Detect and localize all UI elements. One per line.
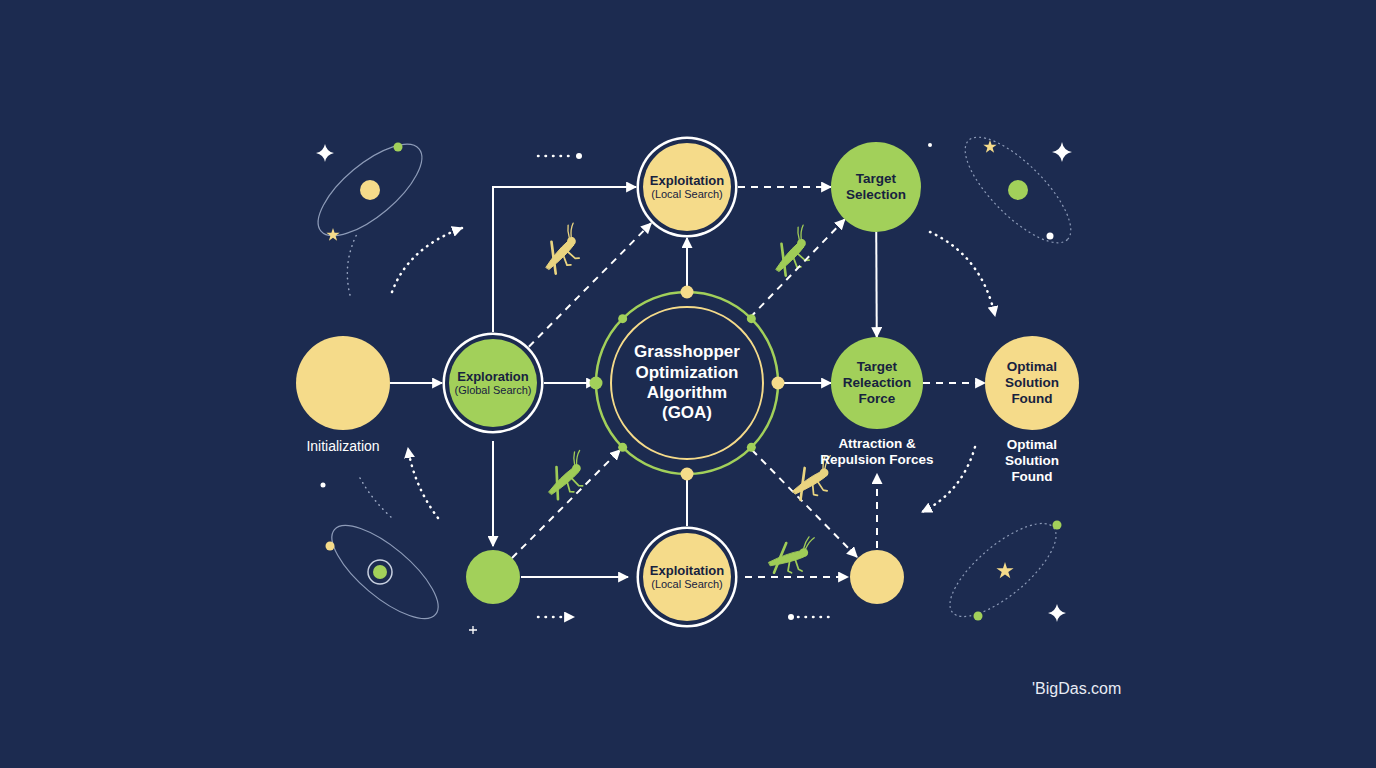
flow-arrow: [686, 474, 688, 526]
stage-circle: Target Selection: [831, 142, 921, 232]
dotted-trail: [798, 616, 832, 619]
planet-dot: [360, 180, 380, 200]
flow-arrow: [750, 219, 845, 317]
flow-arrow: [778, 382, 831, 384]
orbit-ring: [304, 129, 435, 251]
node-label: (Local Search): [651, 188, 723, 201]
sparkle-icon: [1052, 142, 1072, 162]
node-label: (Global Search): [454, 384, 531, 397]
ring-dot: [681, 468, 694, 481]
sparkle-icon: [316, 144, 334, 162]
stage-circle: Exploitation(Local Search): [643, 533, 731, 621]
planet-dot: [1053, 521, 1062, 530]
dotted-trail: [360, 478, 392, 518]
planet-dot: [928, 143, 932, 147]
ring-dot: [772, 377, 785, 390]
node-label: Optimal Solution Found: [992, 359, 1072, 408]
sparkle-icon: [1048, 604, 1066, 622]
dotted-arrow: [930, 232, 995, 316]
planet-ring: [368, 560, 392, 584]
flow-line: [492, 441, 494, 546]
ring-dot: [681, 286, 694, 299]
planet-dot: [1008, 180, 1028, 200]
stage-circle: Initialization: [296, 336, 390, 430]
grasshopper-icon: [769, 537, 815, 573]
planet-dot: [788, 614, 794, 620]
planet-dot: [326, 542, 335, 551]
node-label: Exploitation: [650, 563, 724, 579]
flow-line: [876, 474, 878, 548]
star-icon: [996, 562, 1013, 578]
caption-text: Attraction & Repulsion Forces: [815, 436, 939, 468]
grasshopper-icon: [763, 224, 820, 278]
flow-line: [521, 576, 628, 578]
ring-dot: [618, 314, 627, 323]
orbit-ring: [936, 508, 1069, 631]
outer-ring: [596, 292, 778, 474]
ring-dot: [747, 314, 756, 323]
flow-arrow: [686, 238, 688, 292]
node-label: Target Selection: [836, 171, 916, 203]
planet-dot: [394, 143, 403, 152]
flow-arrow: [875, 232, 878, 337]
planet-dot: [974, 612, 983, 621]
dotted-arrow: [538, 616, 574, 619]
ring-dot: [618, 443, 627, 452]
flow-line: [512, 450, 620, 558]
star-icon: [983, 140, 996, 153]
ring-dot: [747, 443, 756, 452]
star-icon: [326, 228, 339, 241]
grasshopper-icon: [538, 450, 594, 502]
stage-circle: Optimal Solution FoundOptimal Solution F…: [985, 336, 1079, 430]
orbit-ring: [950, 122, 1086, 258]
step-dot: [850, 550, 904, 604]
stage-circle: Exploitation(Local Search): [643, 143, 731, 231]
stage-circle: Target Releaction ForceAttraction & Repu…: [831, 337, 923, 429]
caption-text: Initialization: [278, 438, 408, 455]
planet-dot: [373, 565, 387, 579]
flow-arrow: [544, 382, 596, 384]
flow-arrow: [923, 382, 985, 384]
flow-arrow: [390, 382, 442, 384]
node-label: Exploitation: [650, 173, 724, 189]
dotted-arrow: [392, 228, 462, 292]
node-label: Target Releaction Force: [837, 359, 917, 408]
algorithm-hub: Grasshopper Optimization Algorithm (GOA): [589, 285, 785, 481]
stage-circle: Exploration(Global Search): [449, 339, 537, 427]
dotted-trail: [538, 155, 572, 158]
flow-line: [745, 576, 848, 578]
watermark-text: 'BigDas.com: [1032, 680, 1121, 698]
planet-dot: [321, 483, 326, 488]
dotted-arrow: [408, 448, 438, 518]
inner-ring: [611, 307, 763, 459]
grasshopper-icon: [533, 222, 590, 276]
planet-dot: [576, 153, 582, 159]
caption-text: Optimal Solution Found: [987, 437, 1077, 486]
planet-dot: [1047, 233, 1054, 240]
ring-dot: [590, 377, 603, 390]
step-dot: [466, 550, 520, 604]
node-label: (Local Search): [651, 578, 723, 591]
orbit-ring: [318, 510, 451, 633]
node-label: Exploration: [457, 369, 529, 385]
flow-arrow: [738, 186, 831, 188]
node-label: Grasshopper Optimization Algorithm (GOA): [625, 342, 750, 424]
flow-arrow: [529, 223, 651, 347]
sparkle-icon: [469, 626, 477, 634]
dotted-trail: [347, 232, 358, 295]
